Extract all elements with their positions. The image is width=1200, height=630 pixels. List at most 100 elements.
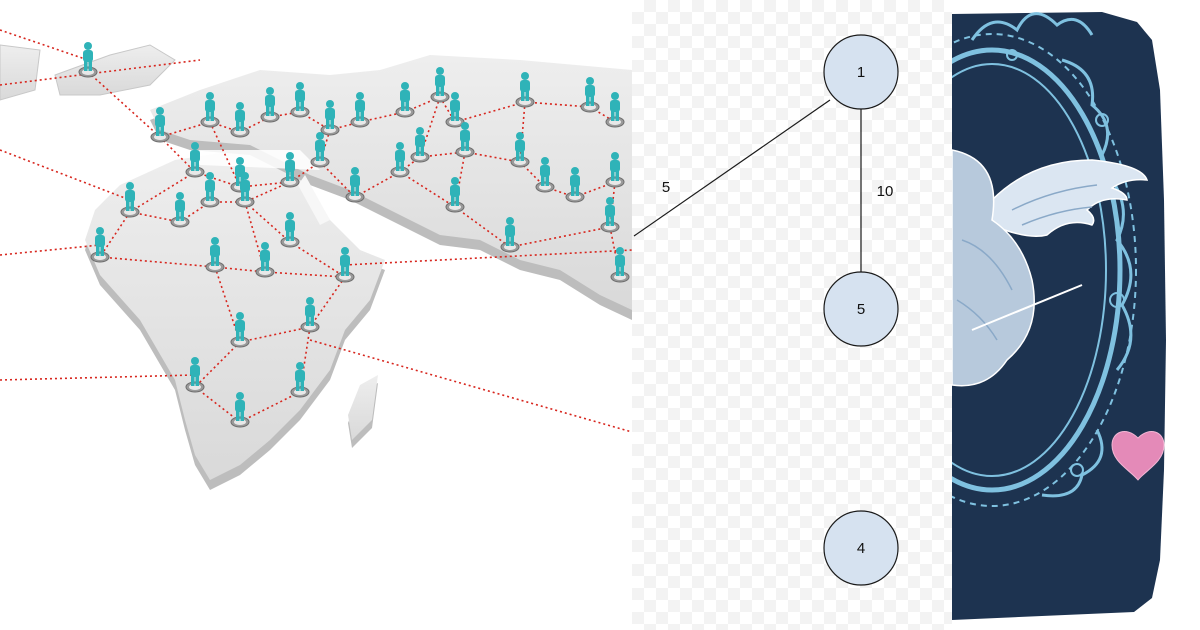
node-label-4: 4: [857, 540, 865, 557]
connection-line: [299, 326, 311, 393]
person-icon: [515, 72, 535, 108]
person-icon: [345, 167, 365, 203]
africa-landmass: [85, 150, 385, 480]
person-icon: [230, 102, 250, 138]
person-icon: [350, 92, 370, 128]
connection-line: [159, 121, 211, 138]
person-icon: [410, 127, 430, 163]
person-icon: [605, 92, 625, 128]
person-icon: [170, 192, 190, 228]
person-icon: [230, 312, 250, 348]
connection-line: [289, 241, 346, 278]
connection-line: [99, 256, 216, 268]
connection-line: [0, 149, 131, 201]
connection-line: [0, 59, 201, 86]
person-icon: [200, 92, 220, 128]
cupid-wing: [991, 159, 1149, 237]
graph-diagram: 5 10 1 5 4: [633, 34, 899, 586]
connection-line: [524, 101, 591, 108]
connection-line: [609, 226, 621, 278]
connection-line: [159, 136, 196, 173]
connection-line: [319, 161, 356, 198]
person-icon: [320, 100, 340, 136]
person-icon: [235, 172, 255, 208]
cupid-body: [952, 149, 1035, 387]
connection-line: [129, 211, 181, 223]
madagascar-landmass: [348, 375, 378, 440]
person-icon: [78, 42, 98, 78]
edge-1-external: [633, 99, 831, 237]
connection-line: [464, 151, 521, 163]
cupid-arrow: [971, 284, 1083, 331]
person-icon: [90, 227, 110, 263]
person-icon: [510, 132, 530, 168]
person-icon: [580, 77, 600, 113]
connection-line: [354, 171, 401, 198]
person-icon: [430, 67, 450, 103]
person-icon: [280, 212, 300, 248]
connection-line: [309, 276, 346, 328]
connection-line: [87, 71, 161, 138]
graph-node-1: 1: [823, 34, 899, 110]
person-icon: [455, 122, 475, 158]
connection-line: [509, 226, 611, 248]
person-icon: [230, 392, 250, 428]
connection-line: [99, 211, 131, 258]
person-icon: [300, 297, 320, 333]
person-icon: [185, 142, 205, 178]
person-icon: [255, 242, 275, 278]
connection-line: [209, 121, 241, 188]
person-icon: [310, 132, 330, 168]
connection-line: [419, 96, 441, 158]
person-icon: [280, 152, 300, 188]
connection-line: [0, 244, 101, 256]
person-icon: [260, 87, 280, 123]
node-label-5: 5: [857, 301, 865, 318]
person-icon: [445, 177, 465, 213]
person-icon: [500, 217, 520, 253]
person-icon: [535, 157, 555, 193]
people-figures: [78, 42, 630, 428]
person-icon: [605, 152, 625, 188]
graph-diagram-panel: 5 10 1 5 4: [632, 0, 952, 630]
edge-weight-label-1-external: 5: [662, 179, 670, 196]
connection-line: [244, 201, 291, 243]
connection-line: [454, 206, 511, 248]
person-icon: [150, 107, 170, 143]
connection-line: [399, 171, 456, 208]
person-icon: [120, 182, 140, 218]
node-label-1: 1: [857, 64, 865, 81]
cupid-chalkboard-illustration: [952, 12, 1166, 620]
person-icon: [290, 362, 310, 398]
connection-line: [239, 391, 301, 423]
person-icon: [395, 82, 415, 118]
person-icon: [335, 247, 355, 283]
person-icon: [185, 357, 205, 393]
world-network-illustration: [0, 29, 632, 490]
heart-icon: [1111, 431, 1165, 481]
connection-line: [264, 271, 346, 278]
connection-line: [309, 339, 632, 433]
land-masses: [0, 44, 632, 490]
person-icon: [610, 247, 630, 283]
connection-line: [454, 101, 526, 123]
person-icon: [205, 237, 225, 273]
connection-line: [239, 326, 311, 343]
person-icon: [200, 172, 220, 208]
cupid-illustration-panel: [952, 0, 1200, 630]
person-icon: [565, 167, 585, 203]
cupid-figure: [952, 149, 1149, 387]
person-icon: [445, 92, 465, 128]
person-icon: [390, 142, 410, 178]
western-landmass: [0, 44, 41, 101]
graph-node-5: 5: [823, 271, 899, 347]
ornate-frame: [952, 12, 1137, 507]
connection-line: [0, 29, 89, 61]
graph-node-4: 4: [823, 510, 899, 586]
connection-line: [0, 374, 196, 381]
edge-weight-label-1-5: 10: [877, 183, 894, 200]
person-icon: [600, 197, 620, 233]
connection-line: [194, 341, 241, 388]
network-map-image: [0, 29, 632, 490]
person-icon: [290, 82, 310, 118]
